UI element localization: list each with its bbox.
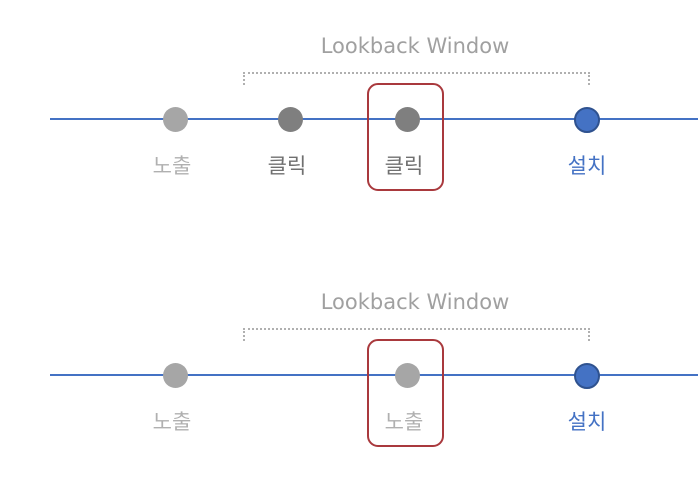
impression-dot bbox=[163, 363, 188, 388]
install-dot bbox=[574, 363, 600, 389]
event-label: 노출 bbox=[384, 410, 424, 434]
timeline-axis bbox=[50, 374, 698, 376]
impression-dot bbox=[395, 363, 420, 388]
event-label: 클릭 bbox=[384, 154, 424, 178]
event-label: 노출 bbox=[152, 154, 192, 178]
install-dot bbox=[574, 107, 600, 133]
attributed-event-highlight bbox=[367, 83, 444, 191]
timeline-axis bbox=[50, 118, 698, 120]
lookback-window-bracket bbox=[243, 72, 590, 85]
lookback-window-bracket bbox=[243, 328, 590, 341]
lookback-window-title: Lookback Window bbox=[320, 290, 510, 314]
timeline-clicks: Lookback Window 노출 클릭 클릭 설치 bbox=[0, 0, 698, 200]
event-label: 설치 bbox=[567, 410, 607, 434]
event-label: 설치 bbox=[567, 154, 607, 178]
click-dot bbox=[278, 107, 303, 132]
impression-dot bbox=[163, 107, 188, 132]
timeline-impressions: Lookback Window 노출 노출 설치 bbox=[0, 256, 698, 456]
attributed-event-highlight bbox=[367, 339, 444, 447]
event-label: 클릭 bbox=[267, 154, 307, 178]
lookback-window-title: Lookback Window bbox=[320, 34, 510, 58]
event-label: 노출 bbox=[152, 410, 192, 434]
click-dot bbox=[395, 107, 420, 132]
